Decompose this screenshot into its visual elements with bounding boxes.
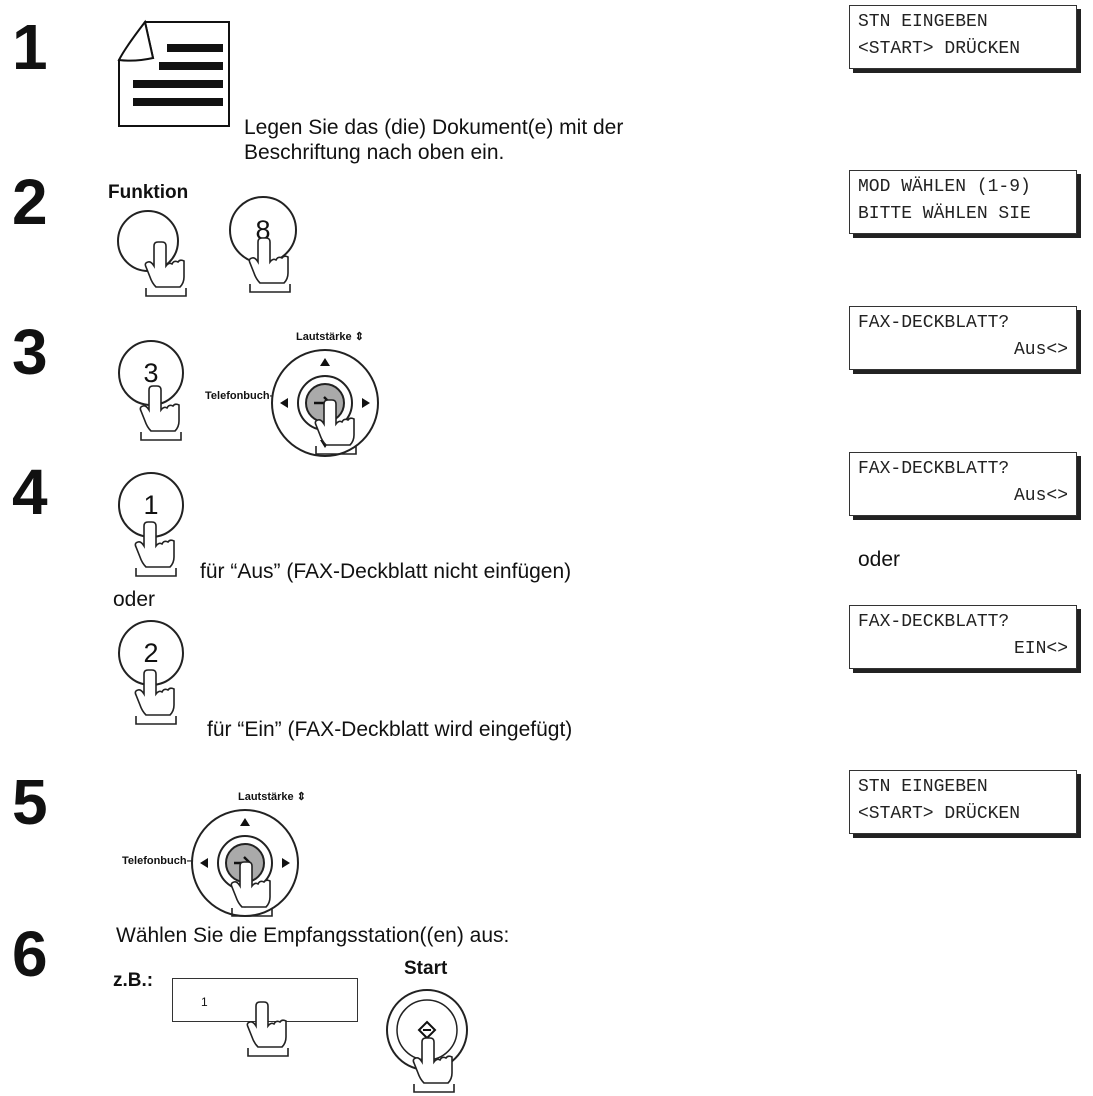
finger-press-icon (144, 241, 187, 297)
lcd-display-2: MOD WÄHLEN (1-9) BITTE WÄHLEN SIE (849, 170, 1077, 234)
finger-press-icon (248, 237, 291, 293)
lcd-display-3: FAX-DECKBLATT? Aus<> (849, 306, 1077, 370)
phonebook-label: Telefonbuch– (205, 390, 276, 402)
or-text: oder (858, 548, 901, 571)
step-number: 4 (12, 456, 48, 528)
step-number: 5 (12, 766, 48, 838)
lcd-display-5: STN EINGEBEN <START> DRÜCKEN (849, 770, 1077, 834)
step6-text: Wählen Sie die Empfangsstation((en) aus: (116, 924, 510, 947)
step1-text-line1: Legen Sie das (die) Dokument(e) mit der (244, 116, 624, 139)
finger-press-icon (314, 399, 357, 455)
start-label: Start (404, 958, 448, 979)
document-icon (117, 19, 230, 127)
finger-press-icon (230, 861, 273, 917)
start-button-icon[interactable] (385, 988, 469, 1072)
lcd-display-4b: FAX-DECKBLATT? EIN<> (849, 605, 1077, 669)
volume-label: Lautstärke ⇕ (296, 331, 364, 343)
example-label: z.B.: (113, 970, 154, 991)
step-number: 3 (12, 316, 48, 388)
finger-press-icon (139, 385, 182, 441)
volume-label: Lautstärke ⇕ (238, 791, 306, 803)
finger-press-icon (134, 669, 177, 725)
finger-press-icon (246, 1001, 289, 1057)
step-number: 6 (12, 918, 48, 990)
or-text: oder (113, 588, 156, 611)
key2-description: für “Ein” (FAX-Deckblatt wird eingefügt) (207, 718, 573, 741)
finger-press-icon (134, 521, 177, 577)
step1-text-line2: Beschriftung nach oben ein. (244, 141, 505, 164)
lcd-display-4a: FAX-DECKBLATT? Aus<> (849, 452, 1077, 516)
step-number: 1 (12, 11, 48, 83)
key-2[interactable]: 2 (118, 620, 184, 686)
phonebook-label: Telefonbuch– (122, 855, 193, 867)
step-number: 2 (12, 166, 48, 238)
key1-description: für “Aus” (FAX-Deckblatt nicht einfügen) (200, 560, 572, 583)
finger-press-icon (412, 1037, 455, 1093)
function-label: Funktion (108, 182, 189, 203)
lcd-display-1: STN EINGEBEN <START> DRÜCKEN (849, 5, 1077, 69)
